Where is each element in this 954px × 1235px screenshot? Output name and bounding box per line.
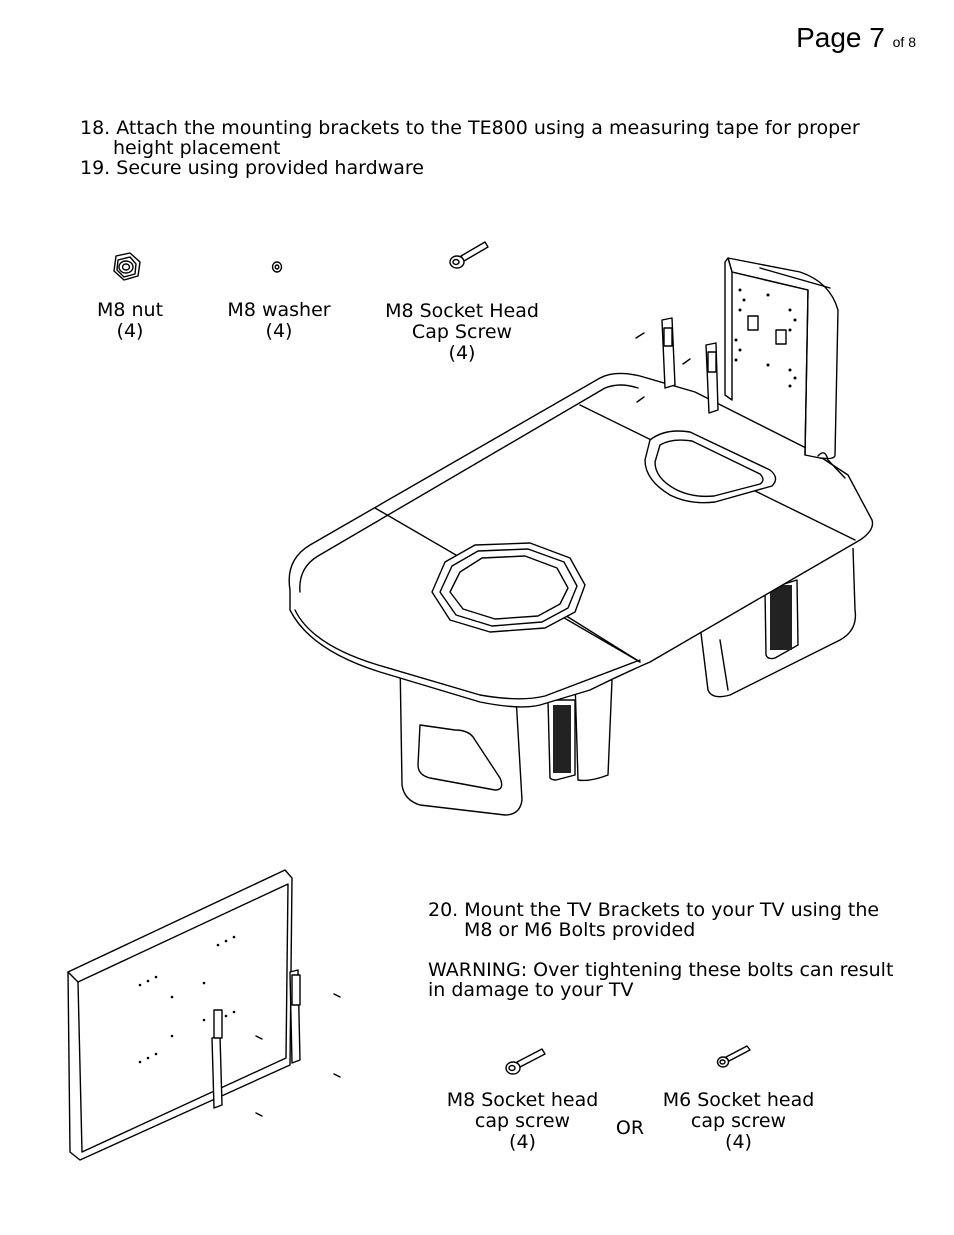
m8-screw-name-line2: cap screw [474, 1110, 571, 1132]
m6-screw-name-line2: cap screw [690, 1110, 787, 1132]
m8-screw-icon [505, 1048, 546, 1075]
screw-qty: (4) [448, 342, 476, 364]
m6-screw-label: M6 Socket head cap screw (4) [646, 1090, 831, 1153]
instruction-block-top: 18. Attach the mounting brackets to the … [80, 118, 860, 178]
screw-name-line2: Cap Screw [411, 321, 513, 343]
step-18-line1: 18. Attach the mounting brackets to the … [80, 117, 860, 139]
washer-label: M8 washer (4) [214, 300, 344, 342]
screw-label: M8 Socket Head Cap Screw (4) [372, 301, 552, 364]
page-number: Page 7 of 8 [796, 22, 916, 54]
m8-screw-qty: (4) [509, 1131, 536, 1153]
desk-assembly-drawing [288, 257, 874, 816]
nut-name: M8 nut [96, 299, 164, 321]
socket-screw-icon [449, 241, 489, 269]
m8-screw-label: M8 Socket head cap screw (4) [430, 1090, 615, 1153]
step-19: 19. Secure using provided hardware [80, 157, 424, 179]
nut-label: M8 nut (4) [80, 300, 180, 342]
m8-screw-name-line1: M8 Socket head [446, 1089, 599, 1111]
washer-qty: (4) [265, 320, 293, 342]
or-label: OR [615, 1117, 645, 1139]
washer-name: M8 washer [227, 299, 331, 321]
step-20-line1: 20. Mount the TV Brackets to your TV usi… [428, 899, 880, 921]
washer-icon [271, 261, 283, 273]
m6-screw-qty: (4) [725, 1131, 752, 1153]
nut-icon [113, 252, 141, 281]
warning-line1: WARNING: Over tightening these bolts can… [428, 959, 894, 981]
instruction-block-bottom: 20. Mount the TV Brackets to your TV usi… [428, 900, 893, 1000]
screw-name-line1: M8 Socket Head [385, 300, 539, 322]
nut-qty: (4) [116, 320, 144, 342]
page-label: Page 7 [796, 22, 885, 53]
tv-back-drawing [67, 869, 341, 1161]
page-of-label: of 8 [892, 34, 916, 50]
m6-screw-icon [716, 1045, 751, 1068]
m6-screw-name-line1: M6 Socket head [662, 1089, 815, 1111]
step-20-line2: M8 or M6 Bolts provided [464, 919, 696, 941]
warning-line2: in damage to your TV [428, 979, 634, 1001]
step-18-line2: height placement [113, 137, 281, 159]
